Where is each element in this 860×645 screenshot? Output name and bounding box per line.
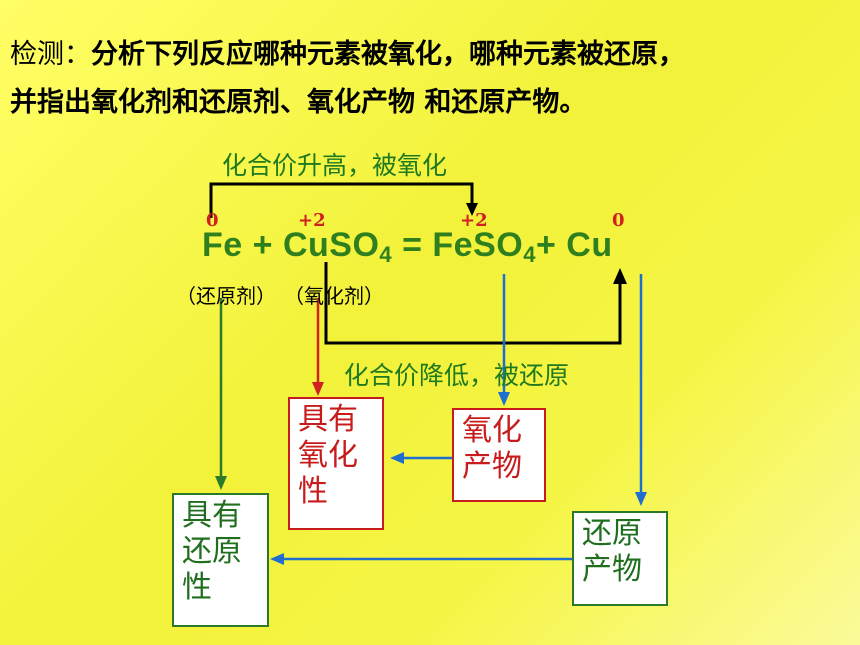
eq-equals: = bbox=[392, 226, 433, 264]
oxidation-bracket bbox=[209, 182, 474, 218]
oxidation-product-box: 氧化产物 bbox=[452, 408, 546, 502]
title-line-2: 并指出氧化剂和还原剂、氧化产物 和还原产物。 bbox=[10, 87, 587, 118]
reduction-bracket bbox=[324, 262, 622, 345]
eq-feso: FeSO bbox=[432, 226, 524, 264]
ox-state-fe-right: +2 bbox=[460, 210, 488, 231]
oxidized-label: 化合价升高，被氧化 bbox=[222, 151, 448, 180]
eq-sub-4b: 4 bbox=[523, 242, 536, 267]
title-lead: 检测： bbox=[10, 39, 91, 70]
title-line-1: 检测：分析下列反应哪种元素被氧化，哪种元素被还原， bbox=[10, 32, 685, 71]
reduction-arrowhead bbox=[613, 268, 627, 284]
title-line-1-text: 分析下列反应哪种元素被氧化，哪种元素被还原， bbox=[91, 39, 685, 70]
oxidizing-agent-label: （氧化剂） bbox=[284, 284, 384, 308]
eq-plus-2: + bbox=[535, 226, 567, 264]
reduction-product-box: 还原产物 bbox=[572, 511, 668, 606]
ox-state-cu-left: +2 bbox=[298, 210, 326, 231]
oxidizing-property-box: 具有氧化性 bbox=[288, 397, 384, 530]
eq-plus-1: + bbox=[242, 226, 283, 264]
eq-cu: Cu bbox=[566, 226, 613, 264]
ox-state-cu-right: 0 bbox=[612, 210, 625, 231]
reduced-label: 化合价降低，被还原 bbox=[344, 361, 570, 390]
oxidation-arrowhead bbox=[466, 203, 478, 216]
ox-state-fe-left: 0 bbox=[206, 210, 219, 231]
eq-sub-4a: 4 bbox=[379, 242, 393, 267]
eq-fe: Fe bbox=[202, 226, 243, 264]
eq-cuso: CuSO bbox=[282, 226, 380, 264]
chemical-equation: Fe + CuSO4 = FeSO4+ Cu bbox=[202, 226, 613, 268]
reducing-agent-label: （还原剂） bbox=[176, 284, 276, 308]
reducing-property-box: 具有还原性 bbox=[172, 493, 269, 627]
